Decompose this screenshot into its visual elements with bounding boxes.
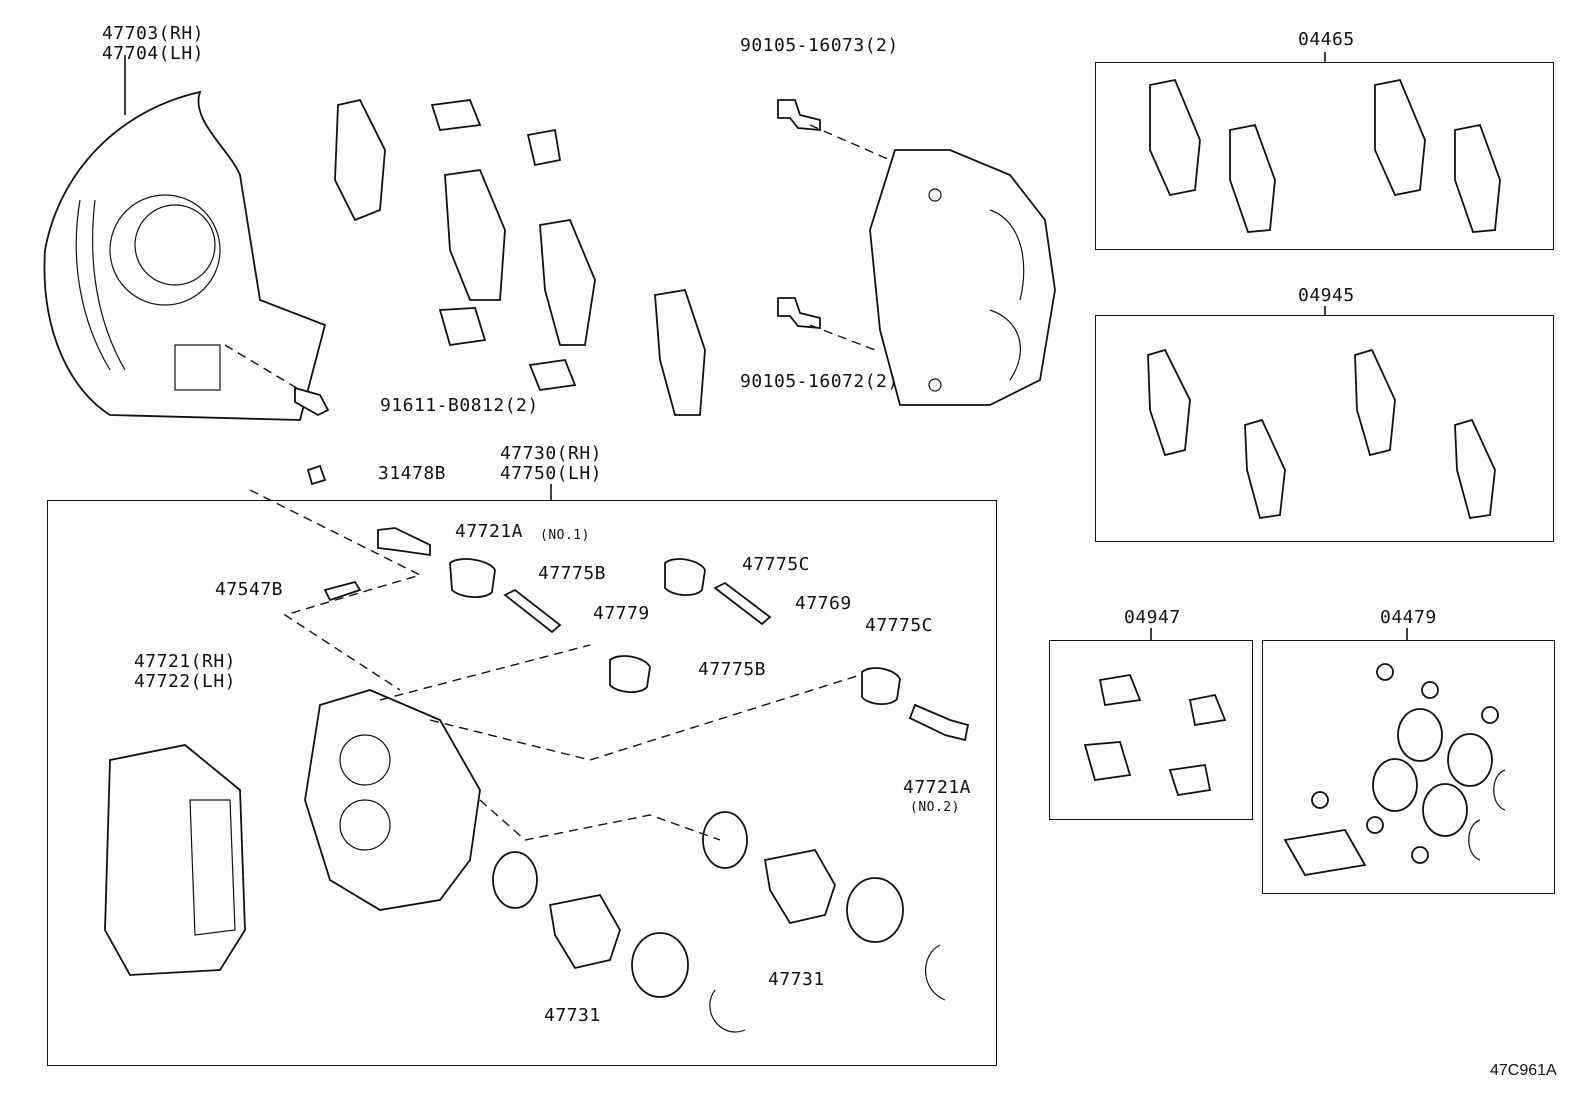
shield-label-lh: 47704(LH): [101, 43, 205, 64]
piston-right-label: 47731: [768, 969, 825, 990]
diagram-id: 47C961A: [1490, 1062, 1557, 1079]
mounting-label-lh: 47722(LH): [133, 671, 237, 692]
dust-shield-drawing: [43, 55, 327, 421]
piston-left-label: 47731: [544, 1005, 601, 1026]
caliper-assembly-box: [47, 500, 997, 1066]
bolt-no2-label: 47721A: [903, 777, 972, 798]
cylinder-kit-label: 04479: [1380, 607, 1437, 628]
shim-kit-box: [1095, 315, 1554, 542]
shield-label-rh: 47703(RH): [101, 23, 205, 44]
bolt-no2-note: (NO.2): [910, 800, 960, 815]
bolt-top-label: 90105-16073(2): [740, 35, 899, 56]
shim-kit-label: 04945: [1298, 285, 1355, 306]
bleeder-label: 47547B: [215, 579, 284, 600]
fitting-kit-box: [1049, 640, 1253, 820]
pin-69-label: 47769: [795, 593, 852, 614]
caliper-assembly-drawing: [104, 489, 970, 1033]
pin-79-label: 47779: [593, 603, 650, 624]
bolt-no1-note: (NO.1): [540, 528, 590, 543]
shield-bolt-label: 91611-B0812(2): [380, 395, 539, 416]
caliper-assy-label-rh: 47730(RH): [499, 443, 603, 464]
bolt-no1-label: 47721A: [455, 521, 524, 542]
pad-kit-label: 04465: [1298, 29, 1355, 50]
boot-b1-label: 47775B: [538, 563, 607, 584]
bolt-mid-label: 90105-16072(2): [740, 371, 899, 392]
bolts-drawing: [224, 99, 891, 486]
cap-label: 31478B: [378, 463, 447, 484]
pads-and-shims-drawing: [334, 98, 706, 416]
boot-b2-label: 47775B: [698, 659, 767, 680]
pad-kit-box: [1095, 62, 1554, 250]
mounting-label-rh: 47721(RH): [133, 651, 237, 672]
cylinder-kit-box: [1262, 640, 1555, 894]
boot-c2-label: 47775C: [865, 615, 934, 636]
kit-contents-drawing: [1083, 78, 1506, 876]
caliper-body-drawing: [869, 149, 1056, 406]
boot-c1-label: 47775C: [742, 554, 811, 575]
caliper-assy-label-lh: 47750(LH): [499, 463, 603, 484]
fitting-kit-label: 04947: [1124, 607, 1181, 628]
